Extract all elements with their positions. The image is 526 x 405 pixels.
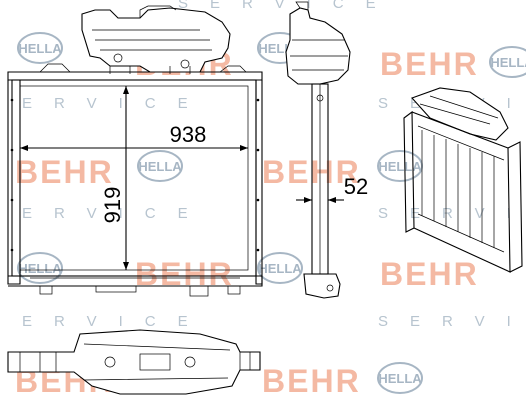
hella-watermark: HELLA [377, 362, 423, 394]
service-watermark: SERVICE [0, 313, 210, 330]
svg-text:HELLA: HELLA [18, 41, 62, 56]
behr-watermark: BEHR [262, 154, 361, 190]
svg-text:HELLA: HELLA [490, 55, 526, 70]
service-watermark: SERVICE [0, 95, 210, 112]
behr-watermark: BEHR [15, 154, 114, 190]
frame-rivets [10, 98, 260, 252]
hella-watermark: HELLA [17, 32, 63, 64]
behr-watermark: BEHR [262, 363, 361, 399]
side-view: 52 [285, 1, 368, 299]
expansion-tank [81, 5, 231, 74]
width-dimension-label: 938 [170, 122, 207, 147]
hella-watermark: HELLA [17, 252, 63, 284]
svg-text:HELLA: HELLA [378, 371, 422, 386]
dimension-height: 919 [100, 86, 129, 270]
front-view: 938 919 [7, 5, 263, 297]
hella-watermark: HELLA [377, 150, 423, 182]
service-watermark: SERVICE [378, 313, 526, 330]
behr-watermark: BEHR [380, 46, 479, 82]
depth-dimension-label: 52 [344, 174, 368, 199]
isometric-view [403, 87, 523, 273]
svg-text:HELLA: HELLA [378, 159, 422, 174]
service-watermark: SERVICE [178, 0, 398, 12]
service-watermark: SERVICE [0, 205, 210, 222]
hella-watermark: HELLA [257, 252, 303, 284]
dimension-depth: 52 [296, 174, 368, 203]
svg-text:HELLA: HELLA [258, 261, 302, 276]
hella-watermark: HELLA [489, 46, 526, 78]
hella-watermark: HELLA [137, 150, 183, 182]
service-watermark: SERVICE [378, 205, 526, 222]
top-view [7, 329, 261, 395]
behr-watermark: BEHR [380, 256, 479, 292]
svg-text:HELLA: HELLA [18, 261, 62, 276]
bottom-fittings [39, 285, 241, 297]
dimension-width: 938 [20, 122, 248, 151]
svg-text:HELLA: HELLA [138, 159, 182, 174]
behr-watermark: BEHR [135, 256, 234, 292]
height-dimension-label: 919 [100, 187, 125, 224]
iso-fins [421, 130, 495, 248]
